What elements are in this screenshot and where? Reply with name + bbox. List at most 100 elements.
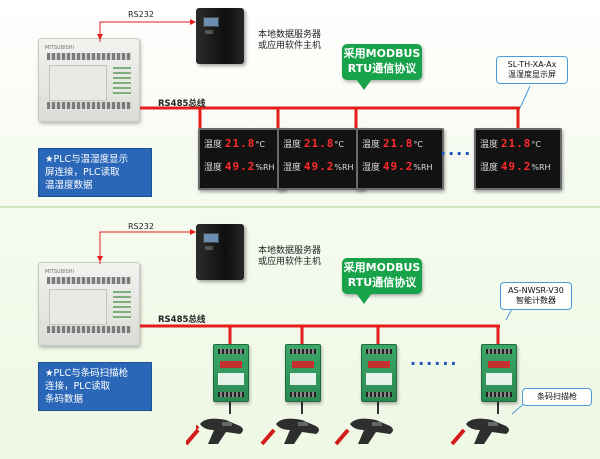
device-type: 智能计数器 xyxy=(516,296,556,305)
temp-value: 21.8 xyxy=(500,137,532,150)
device-model: SL-TH-XA-Ax xyxy=(507,60,557,69)
hum-unit: %RH xyxy=(413,163,433,172)
rs232-label: RS232 xyxy=(128,10,154,19)
server-screen xyxy=(203,233,219,243)
plc-note: ★PLC与条码扫描枪 连接，PLC读取 条码数据 xyxy=(38,362,152,411)
counter-module xyxy=(361,344,397,402)
module-label xyxy=(486,373,512,385)
temp-value: 21.8 xyxy=(382,137,414,150)
module-pins xyxy=(486,392,512,397)
continuation-dots: ...... xyxy=(410,350,459,369)
protocol-line: RTU通信协议 xyxy=(347,62,417,75)
hum-label: 湿度 xyxy=(362,163,381,173)
hum-value: 49.2 xyxy=(224,160,256,173)
bottom-wiring xyxy=(97,229,529,415)
server-text-line: 或应用软件主机 xyxy=(258,41,322,51)
protocol-line: 采用MODBUS xyxy=(343,261,421,274)
counter-module xyxy=(481,344,517,402)
scanner-beams xyxy=(186,428,466,446)
server-text-line: 本地数据服务器 xyxy=(258,246,322,256)
barcode-scanner-icon xyxy=(350,418,393,444)
rs232-line xyxy=(99,231,192,264)
hum-unit: %RH xyxy=(255,163,275,172)
module-pins xyxy=(486,349,512,354)
module-pins xyxy=(218,349,244,354)
device-callout: AS-NWSR-V30 智能计数器 xyxy=(500,282,572,310)
rs485-label: RS485总线 xyxy=(158,99,206,109)
th-display: 温度 21.8°C 湿度 49.2%RH xyxy=(277,128,365,190)
section-divider xyxy=(0,206,600,208)
module-display xyxy=(292,361,314,368)
barcode-scanner-icon xyxy=(276,418,319,444)
protocol-bubble: 采用MODBUS RTU通信协议 xyxy=(342,44,422,90)
hum-label: 湿度 xyxy=(283,163,302,173)
plc-face xyxy=(49,289,107,325)
module-pins xyxy=(366,392,392,397)
scan-beam xyxy=(260,428,276,446)
temp-value: 21.8 xyxy=(303,137,335,150)
server-icon xyxy=(196,224,244,280)
plc-brand: MITSUBISHI xyxy=(45,45,74,51)
protocol-line: RTU通信协议 xyxy=(347,276,417,289)
hum-label: 湿度 xyxy=(204,163,223,173)
plc-terminal xyxy=(47,277,131,284)
server-button xyxy=(205,246,213,250)
hum-value: 49.2 xyxy=(382,160,414,173)
rs232-arrow-up xyxy=(97,256,103,262)
counter-module xyxy=(213,344,249,402)
counter-module xyxy=(285,344,321,402)
rs232-arrow-up xyxy=(97,34,103,40)
server-text-line: 本地数据服务器 xyxy=(258,30,322,40)
rs232-line xyxy=(99,21,192,42)
temp-value: 21.8 xyxy=(224,137,256,150)
hum-value: 49.2 xyxy=(303,160,335,173)
barcode-scanner-icon xyxy=(466,418,509,444)
temp-label: 温度 xyxy=(362,140,381,150)
note-line: ★PLC与温湿度显示 xyxy=(45,154,129,165)
scanner-callout: 条码扫描枪 xyxy=(522,388,592,406)
server-text-line: 或应用软件主机 xyxy=(258,257,322,267)
temp-label: 温度 xyxy=(204,140,223,150)
plc-terminal xyxy=(47,53,131,60)
hum-label: 湿度 xyxy=(480,163,499,173)
th-display: 温度 21.8°C 湿度 49.2%RH xyxy=(356,128,444,190)
temp-unit: °C xyxy=(255,140,265,149)
note-line: ★PLC与条码扫描枪 xyxy=(45,368,129,379)
module-label xyxy=(218,373,244,385)
plc-unit: MITSUBISHI xyxy=(38,38,140,122)
protocol-bubble: 采用MODBUS RTU通信协议 xyxy=(342,258,422,304)
server-text: 本地数据服务器 或应用软件主机 xyxy=(258,246,321,268)
plc-terminal xyxy=(47,102,131,109)
plc-note: ★PLC与温湿度显示 屏连接，PLC读取 温湿度数据 xyxy=(38,148,152,197)
note-line: 温湿度数据 xyxy=(45,180,93,191)
scan-beam xyxy=(334,428,350,446)
module-pins xyxy=(290,349,316,354)
plc-terminal xyxy=(47,326,131,333)
bubble-tail xyxy=(356,293,372,304)
plc-face xyxy=(49,65,107,101)
callout-line xyxy=(519,85,531,109)
note-line: 屏连接，PLC读取 xyxy=(45,167,120,178)
temp-label: 温度 xyxy=(480,140,499,150)
protocol-line: 采用MODBUS xyxy=(343,47,421,60)
module-label xyxy=(290,373,316,385)
hum-value: 49.2 xyxy=(500,160,532,173)
server-text: 本地数据服务器 或应用软件主机 xyxy=(258,30,321,52)
hum-unit: %RH xyxy=(334,163,354,172)
plc-brand: MITSUBISHI xyxy=(45,269,74,275)
rs232-arrow-right xyxy=(190,229,196,235)
scanner-type: 条码扫描枪 xyxy=(537,392,577,401)
module-pins xyxy=(218,392,244,397)
bubble-tail xyxy=(356,79,372,90)
note-line: 条码数据 xyxy=(45,394,84,405)
temp-unit: °C xyxy=(334,140,344,149)
temp-label: 温度 xyxy=(283,140,302,150)
plc-status-leds xyxy=(113,291,131,321)
module-pins xyxy=(366,349,392,354)
scan-beam xyxy=(450,428,466,446)
module-display xyxy=(488,361,510,368)
device-model: AS-NWSR-V30 xyxy=(508,286,564,295)
th-display: 温度 21.8°C 湿度 49.2%RH xyxy=(474,128,562,190)
plc-status-leds xyxy=(113,67,131,97)
device-type: 温湿度显示屏 xyxy=(508,70,556,79)
